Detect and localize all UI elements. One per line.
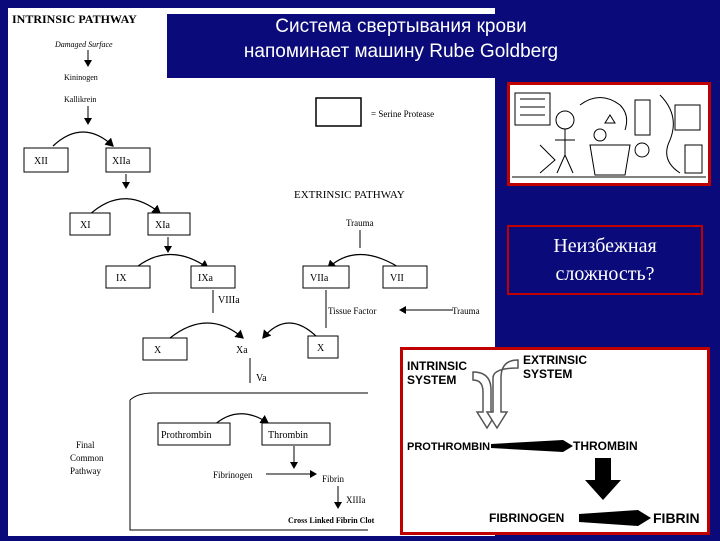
simple-fibrin-label: FIBRIN: [653, 510, 700, 526]
final-pathway-line1: Final: [76, 440, 95, 450]
rube-goldberg-cartoon: [507, 82, 711, 186]
factor-xiia-box: [105, 147, 151, 173]
question-line2: сложность?: [555, 263, 655, 285]
question-box: Неизбежная сложность?: [507, 225, 703, 295]
fibrin-label: Fibrin: [322, 474, 345, 484]
intrinsic-pathway-title: INTRINSIC PATHWAY: [12, 12, 137, 26]
trauma-top-label: Trauma: [346, 218, 374, 228]
factor-xi-label: XI: [80, 220, 91, 231]
factor-xa-label: Xa: [236, 345, 248, 356]
factor-xi-box: [69, 212, 111, 236]
factor-ixa-box: [190, 265, 236, 289]
simple-intrinsic-line2: SYSTEM: [407, 373, 456, 387]
serine-protease-label: = Serine Protease: [371, 109, 434, 119]
simple-fibrinogen-label: FIBRINOGEN: [489, 511, 564, 525]
factor-vii-label: VII: [390, 273, 404, 284]
serine-protease-legend-box: [315, 97, 362, 127]
factor-x-left-label: X: [154, 345, 162, 356]
thrombin-box: [261, 422, 331, 446]
factor-x-left-box: [142, 337, 188, 361]
factor-viiia-label: VIIIa: [218, 295, 240, 306]
factor-viia-box: [302, 265, 350, 289]
kallikrein-label: Kallikrein: [64, 95, 96, 104]
damaged-surface-label: Damaged Surface: [54, 40, 113, 49]
simple-extrinsic-line1: EXTRINSIC: [523, 353, 587, 367]
simplified-cascade-panel: INTRINSIC SYSTEM EXTRINSIC SYSTEM PROTHR…: [400, 347, 710, 535]
coagulation-cascade-panel: INTRINSIC PATHWAY Damaged Surface Kinino…: [8, 8, 495, 536]
factor-xiia-label: XIIa: [112, 156, 131, 167]
trauma-right-label: Trauma: [452, 306, 480, 316]
factor-vii-box: [382, 265, 428, 289]
simple-extrinsic-line2: SYSTEM: [523, 367, 572, 381]
prothrombin-label: Prothrombin: [161, 430, 212, 441]
factor-xia-label: XIa: [155, 220, 171, 231]
simple-intrinsic-line1: INTRINSIC: [407, 359, 467, 373]
final-pathway-line3: Pathway: [70, 466, 101, 476]
slide-title-line2: напоминает машину Rube Goldberg: [243, 41, 559, 62]
rube-goldberg-drawing: [512, 92, 706, 178]
question-line1: Неизбежная: [553, 235, 657, 257]
factor-ixa-label: IXa: [198, 273, 214, 284]
cross-linked-label: Cross Linked Fibrin Clot: [288, 516, 375, 525]
simplified-cascade-diagram: INTRINSIC SYSTEM EXTRINSIC SYSTEM PROTHR…: [407, 353, 700, 526]
factor-xii-box: [23, 147, 69, 173]
thrombin-label: Thrombin: [268, 430, 308, 441]
factor-xii-label: XII: [34, 156, 48, 167]
fibrinogen-label: Fibrinogen: [213, 470, 253, 480]
coagulation-cascade-diagram: INTRINSIC PATHWAY Damaged Surface Kinino…: [12, 12, 480, 531]
simple-prothrombin-label: PROTHROMBIN: [407, 441, 490, 453]
simple-thrombin-label: THROMBIN: [573, 439, 638, 453]
prothrombin-box: [157, 422, 231, 446]
factor-xiiia-label: XIIIa: [346, 495, 366, 505]
final-pathway-line2: Common: [70, 453, 104, 463]
factor-ix-box: [105, 265, 151, 289]
slide-title: Система свертывания крови напоминает маш…: [167, 14, 635, 78]
kininogen-label: Kininogen: [64, 73, 98, 82]
slide-title-line1: Система свертывания крови: [275, 16, 527, 37]
extrinsic-pathway-title: EXTRINSIC PATHWAY: [294, 189, 405, 201]
factor-viia-label: VIIa: [310, 273, 329, 284]
factor-x-right-box: [307, 335, 339, 359]
factor-ix-label: IX: [116, 273, 127, 284]
tissue-factor-label: Tissue Factor: [328, 306, 376, 316]
factor-va-label: Va: [256, 373, 267, 384]
factor-x-right-label: X: [317, 343, 325, 354]
factor-xia-box: [147, 212, 191, 236]
